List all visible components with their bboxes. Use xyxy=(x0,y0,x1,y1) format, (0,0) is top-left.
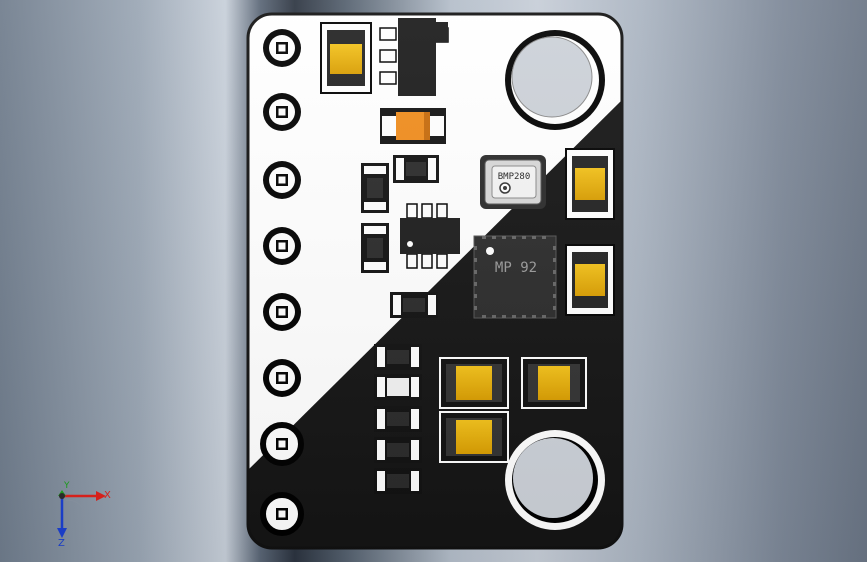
y-axis-label: Y xyxy=(63,481,70,491)
resistor-r8[interactable] xyxy=(374,468,422,494)
imu-chip[interactable]: MP 92 xyxy=(473,235,557,319)
header-pin[interactable] xyxy=(263,359,301,397)
mounting-hole-top[interactable] xyxy=(505,30,605,130)
capacitor-c4[interactable] xyxy=(439,357,509,409)
bmp280-sensor[interactable]: BMP280 xyxy=(480,155,546,209)
resistor-r5[interactable] xyxy=(374,344,422,370)
resistor-r6[interactable] xyxy=(374,406,422,432)
header-pin[interactable] xyxy=(263,161,301,199)
capacitor-c5[interactable] xyxy=(521,357,587,409)
level-shifter-chip[interactable] xyxy=(400,203,460,269)
resistor-r1[interactable] xyxy=(393,155,439,183)
mounting-hole-bottom[interactable] xyxy=(505,430,605,530)
header-pin[interactable] xyxy=(260,422,304,466)
regulator-chip[interactable] xyxy=(379,18,449,96)
header-pins xyxy=(260,29,304,536)
led-l1[interactable] xyxy=(374,374,422,400)
resistor-r4[interactable] xyxy=(390,292,438,318)
capacitor-c1[interactable] xyxy=(320,22,372,94)
capacitor-c2[interactable] xyxy=(565,148,615,220)
sensor-chip-label: BMP280 xyxy=(498,172,531,182)
header-pin[interactable] xyxy=(263,293,301,331)
capacitor-c6[interactable] xyxy=(439,411,509,463)
axis-triad: X Y Z xyxy=(57,481,111,548)
imu-chip-label: MP 92 xyxy=(495,260,537,276)
resistor-r3[interactable] xyxy=(361,223,389,273)
resistor-r7[interactable] xyxy=(374,437,422,463)
z-axis-label: Z xyxy=(58,538,65,548)
header-pin[interactable] xyxy=(263,29,301,67)
z-arrowhead-icon xyxy=(57,528,67,538)
x-axis-label: X xyxy=(104,490,111,501)
x-arrowhead-icon xyxy=(96,491,106,501)
diode-d1[interactable] xyxy=(380,108,446,144)
resistor-r2[interactable] xyxy=(361,163,389,213)
header-pin[interactable] xyxy=(263,227,301,265)
header-pin[interactable] xyxy=(260,492,304,536)
capacitor-c3[interactable] xyxy=(565,244,615,316)
header-pin[interactable] xyxy=(263,93,301,131)
board-outline xyxy=(246,12,624,550)
black-half xyxy=(248,100,622,548)
